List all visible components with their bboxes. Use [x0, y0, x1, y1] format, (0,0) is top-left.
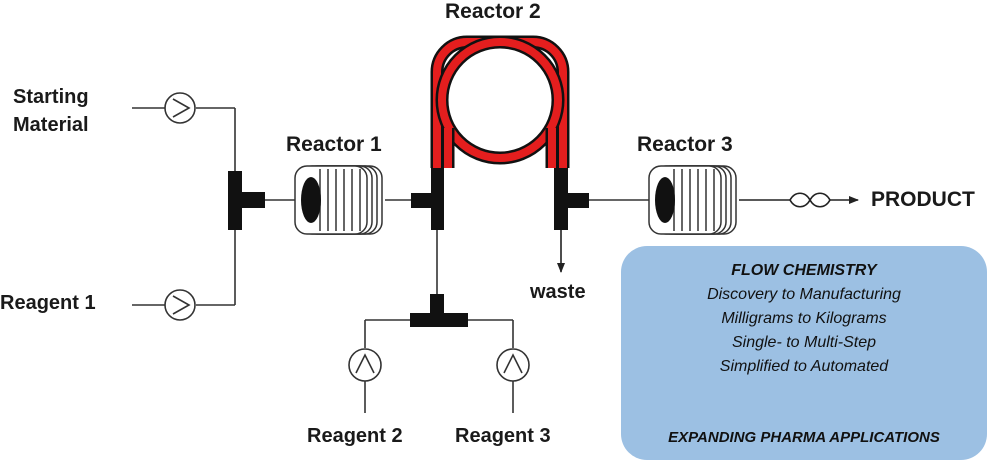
- info-box-line-2: Milligrams to Kilograms: [721, 310, 887, 327]
- info-box-footer: EXPANDING PHARMA APPLICATIONS: [668, 429, 940, 446]
- t-mixer-3: [410, 294, 468, 327]
- starting-material-label-line1: Starting: [13, 86, 89, 108]
- reactor-2-coil: [430, 35, 570, 168]
- pump-reagent-1: [164, 289, 196, 321]
- reactor-3-coil: [648, 165, 737, 235]
- info-box-title: FLOW CHEMISTRY: [731, 262, 877, 279]
- flow-chemistry-info-box: FLOW CHEMISTRY Discovery to Manufacturin…: [621, 246, 987, 460]
- product-line: [739, 192, 859, 208]
- feed-lines-bottom: [364, 230, 514, 413]
- t-mixer-4: [554, 168, 589, 230]
- t-mixer-1: [228, 171, 265, 230]
- pump-starting-material: [164, 92, 196, 124]
- t-mixer-2: [411, 168, 444, 230]
- info-box-line-4: Simplified to Automated: [719, 358, 889, 375]
- pump-reagent-3: [496, 348, 530, 382]
- starting-material-label-line2: Material: [13, 114, 89, 136]
- reactor-2-label: Reactor 2: [445, 0, 541, 23]
- info-box-line-3: Single- to Multi-Step: [731, 334, 877, 351]
- reagent-3-label: Reagent 3: [455, 425, 551, 447]
- info-box-line-1: Discovery to Manufacturing: [707, 286, 901, 303]
- reactor-3-label: Reactor 3: [637, 133, 733, 156]
- reactor-1-coil: [294, 165, 383, 235]
- feed-lines-left: [132, 107, 411, 306]
- waste-label: waste: [530, 281, 586, 303]
- pump-reagent-2: [348, 348, 382, 382]
- reagent-1-label: Reagent 1: [0, 292, 96, 314]
- reagent-2-label: Reagent 2: [307, 425, 403, 447]
- reactor-1-label: Reactor 1: [286, 133, 382, 156]
- product-label: PRODUCT: [871, 188, 975, 211]
